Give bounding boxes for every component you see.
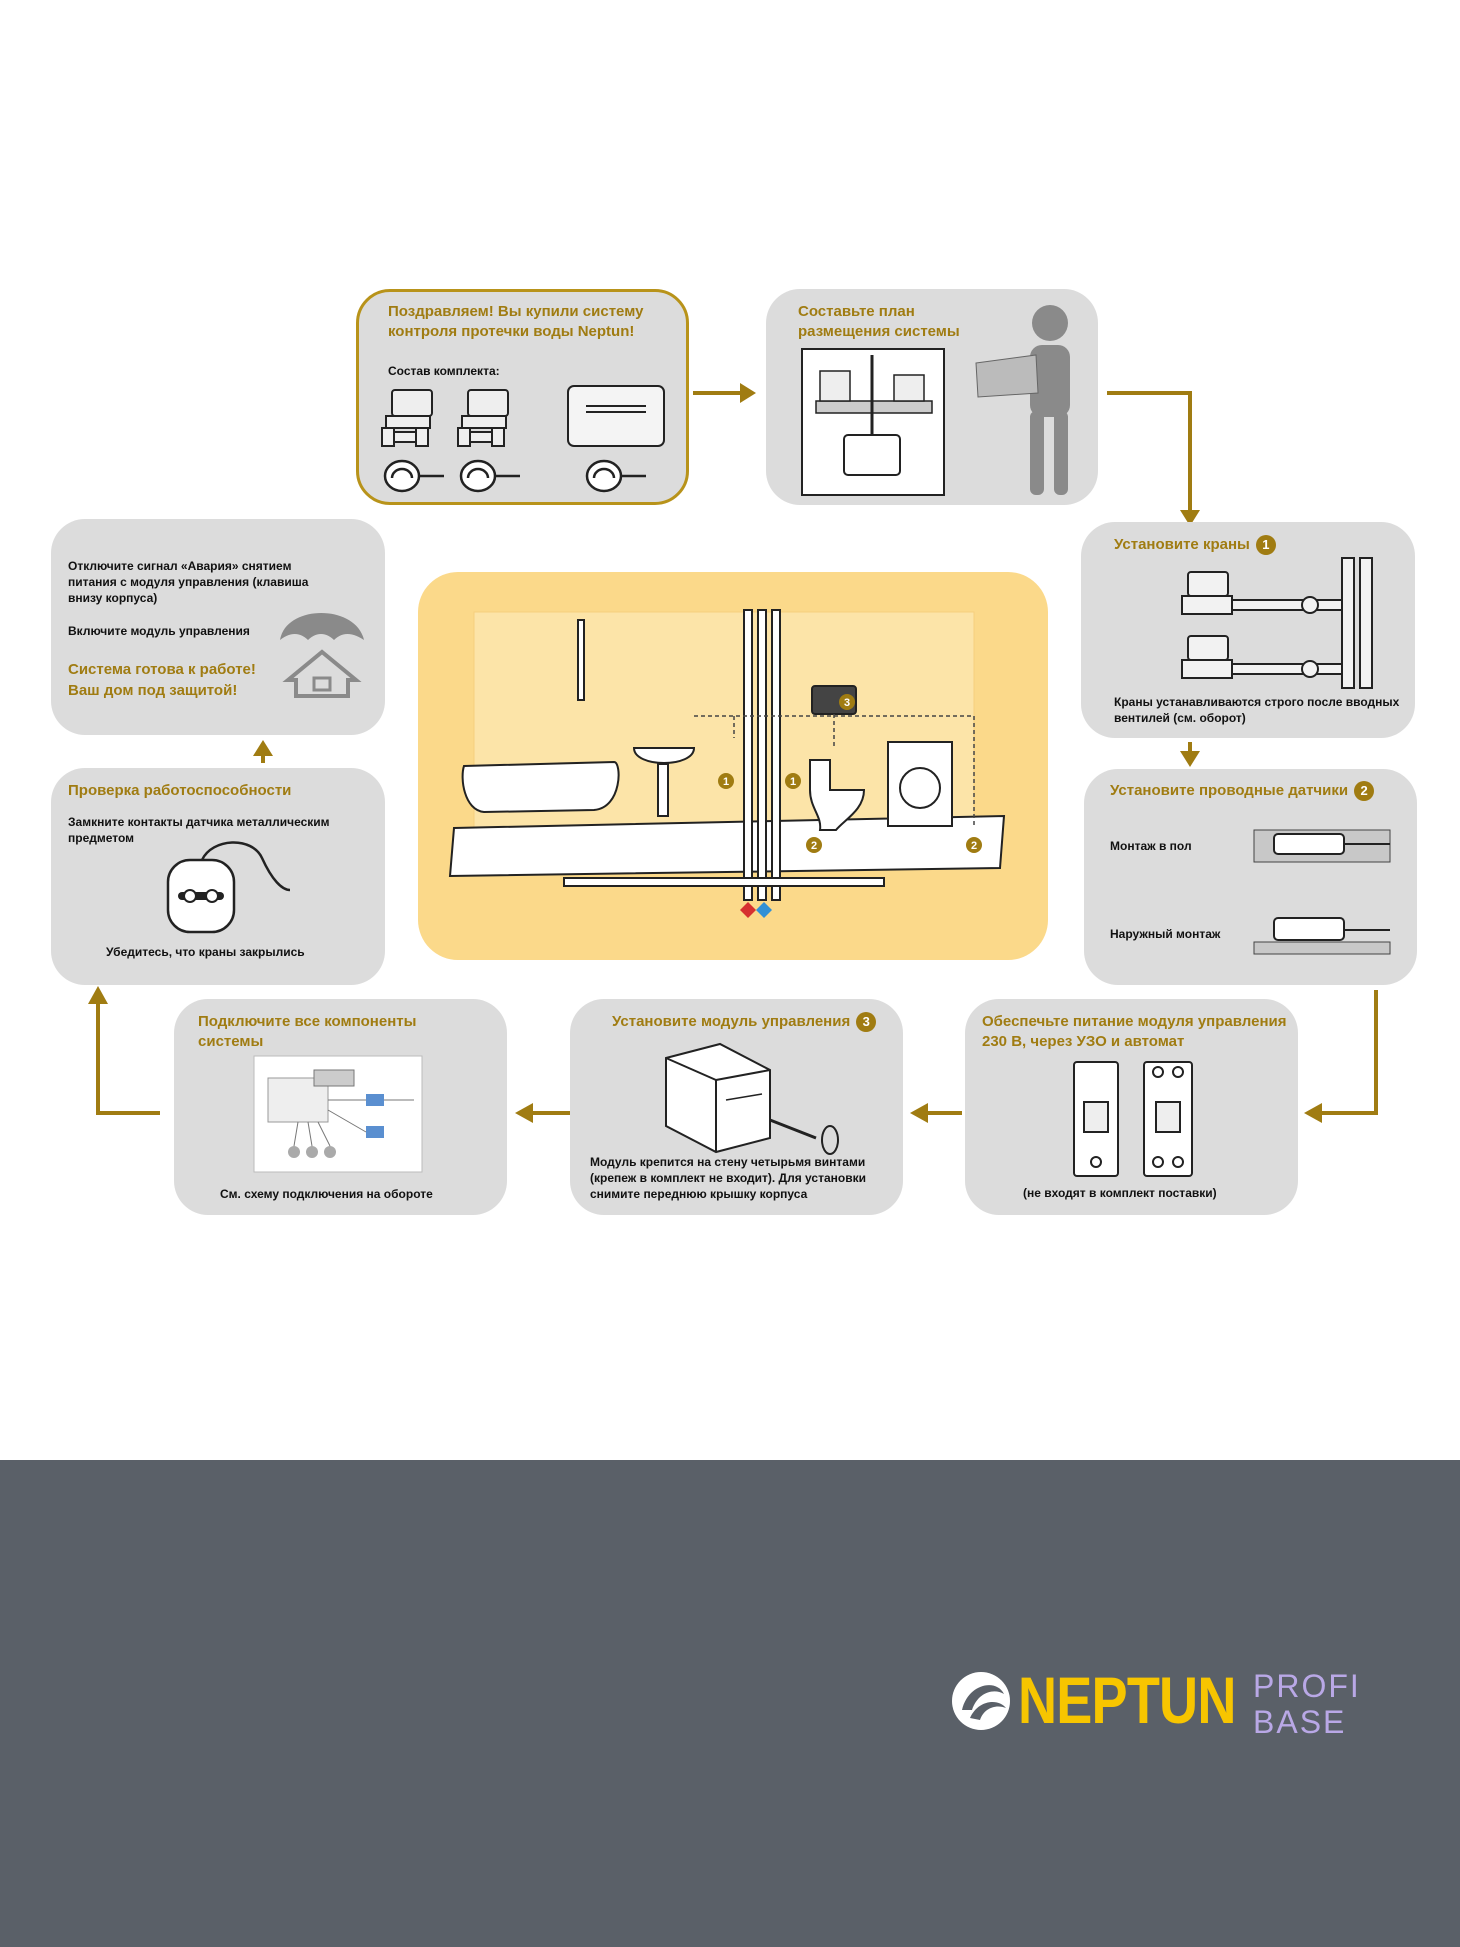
valve-icon [381,389,433,447]
ready-step2: Включите модуль управления [68,624,250,638]
sensor-check-illustration [166,841,291,934]
sensor-mount-illustration [1253,829,1391,955]
connect-note: См. схему подключения на обороте [220,1187,433,1201]
ready-done: Система готова к работе! Ваш дом под защ… [68,661,256,699]
breakers-illustration [1073,1061,1193,1177]
brand-name: NEPTUN [1018,1663,1236,1737]
scene-badge: 1 [723,776,729,788]
installation-diagram: Поздравляем! Вы купили систему контроля … [51,289,1417,1215]
check-title: Проверка работоспособности [68,782,292,799]
wiring-diagram-thumbnail [253,1055,423,1173]
protected-house-illustration [280,613,364,698]
bathroom-scene-illustration: 1 1 2 2 3 [448,609,1006,918]
brand-line2: BASE [1253,1704,1347,1740]
module-title-text: Установите модуль управления [612,1013,851,1030]
power-card [965,999,1298,1215]
breaker-icon [1073,1061,1119,1177]
valves-illustration [1181,557,1373,689]
scene-badge: 2 [971,840,977,852]
step-badge: 3 [856,1012,877,1033]
module-title: Установите модуль управления 3 [612,1012,877,1033]
sensor-icon [383,459,646,493]
ready-step1: Отключите сигнал «Авария» снятием питани… [68,559,309,605]
kit-label: Состав комплекта: [388,364,500,378]
valve-icon [457,389,509,447]
house-icon [282,649,362,698]
module-note: Модуль крепится на стену четырьмя винтам… [590,1155,866,1201]
controller-icon [567,385,665,447]
sink-icon [632,747,696,764]
kit-items-illustration [381,385,665,493]
check-confirm: Убедитесь, что краны закрылись [106,945,305,959]
person-icon [975,305,1070,495]
step-badge: 1 [1255,535,1276,556]
plan-illustration [801,305,1070,496]
breaker-icon [1143,1061,1193,1177]
connect-title: Подключите все компоненты системы [198,1013,417,1050]
sensors-title: Установите проводные датчики 2 [1110,781,1375,802]
bathtub-icon [461,760,620,814]
sensors-title-text: Установите проводные датчики [1110,782,1349,799]
valves-note: Краны устанавливаются строго после вводн… [1114,695,1400,725]
plan-title: Составьте план размещения системы [798,303,960,340]
welcome-title: Поздравляем! Вы купили систему контроля … [388,303,644,340]
valves-title-text: Установите краны [1114,536,1250,553]
power-title: Обеспечьте питание модуля управления 230… [982,1013,1287,1050]
valves-title: Установите краны 1 [1114,535,1276,556]
power-note: (не входят в комплект поставки) [1023,1186,1217,1200]
floor-mount-label: Монтаж в пол [1110,839,1192,853]
flow-arrows [88,383,1378,1123]
neptun-logo-icon [952,1672,1010,1730]
scene-badge: 1 [790,776,796,788]
umbrella-icon [280,613,364,640]
surface-mount-label: Наружный монтаж [1110,927,1221,941]
scene-badge: 3 [844,697,850,709]
check-instruction: Замкните контакты датчика металлическим … [68,815,330,845]
step-badge: 2 [1354,781,1375,802]
brand-line1: PROFI [1253,1668,1361,1704]
module-illustration [665,1042,839,1155]
footer-bar [0,1460,1460,1947]
toilet-icon [809,759,866,831]
scene-badge: 2 [811,840,817,852]
